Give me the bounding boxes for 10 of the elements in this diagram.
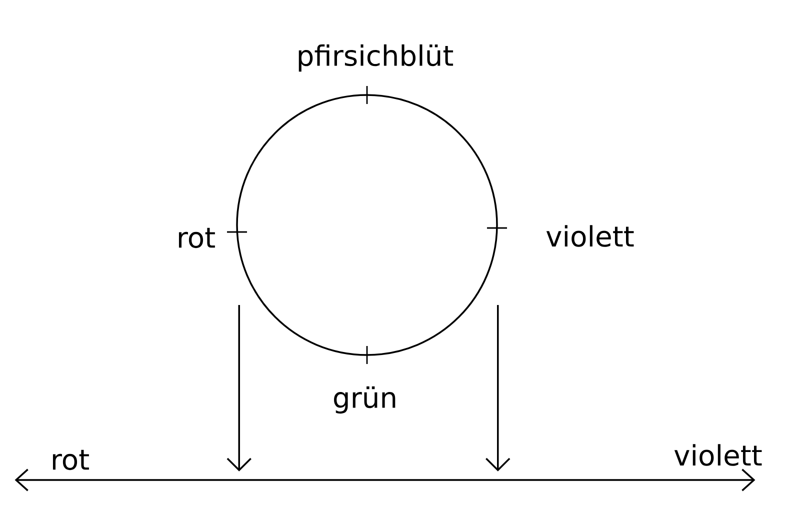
color-label: rot [52,450,89,470]
color-label: grün [334,386,396,414]
color-label: violett [674,444,762,466]
double-arrow-line [14,468,756,492]
color-label: violett [546,225,634,247]
arrow [486,305,510,472]
arrow [226,305,252,472]
circle [236,94,498,356]
color-label: rot [178,228,215,248]
color-label: pfirsichblüt [298,44,454,72]
